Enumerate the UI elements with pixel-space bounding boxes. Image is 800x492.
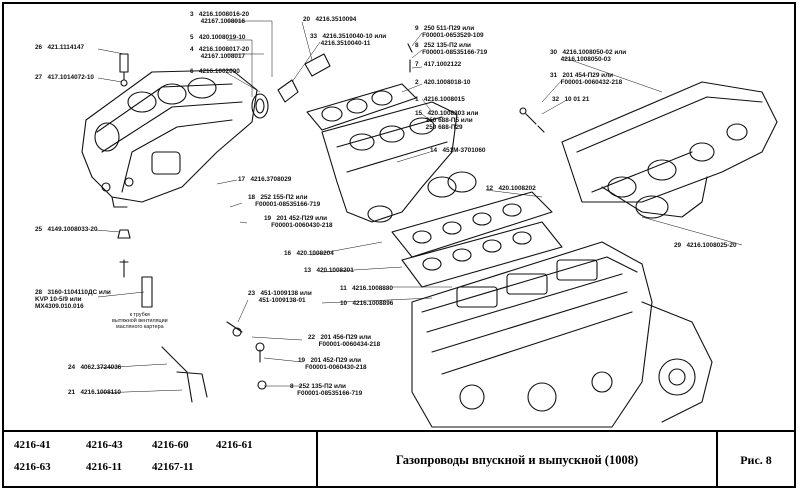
callout-25: 25 4149.1008033-20 — [35, 226, 98, 233]
callout-12: 12 420.1008202 — [486, 185, 536, 192]
title-block: 4216-41 4216-43 4216-60 4216-61 4216-63 … — [2, 430, 796, 488]
callout-10: 10 4216.1008896 — [340, 300, 394, 307]
callout-27: 27 417.1014072-10 — [35, 74, 94, 81]
callout-20: 20 4216.3510094 — [303, 16, 357, 23]
callout-18: 18 252 155-П2 или F00001-08535166-719 — [248, 194, 321, 208]
callout-5: 5 420.1008019-10 — [190, 34, 246, 41]
callout-7: 7 417.1002122 — [415, 61, 462, 68]
figure-number-text: Рис. 8 — [740, 452, 772, 467]
callout-14: 14 451М-3701060 — [430, 147, 486, 154]
callout-19-top: 19 201 452-П29 или F00001-0060430-218 — [264, 215, 333, 229]
intake-manifold-drawing — [81, 69, 258, 208]
figure-number: Рис. 8 — [718, 432, 794, 488]
callout-24: 24 4062.3724036 — [68, 364, 122, 371]
callout-16: 16 420.1008204 — [284, 250, 334, 257]
model-code: 4216-60 — [152, 439, 189, 451]
callout-4: 4 4216.1008017-20 42167.1008017 — [190, 46, 249, 60]
model-code: 4216-63 — [14, 461, 51, 473]
callout-21: 21 4216.1008110 — [68, 389, 121, 396]
callout-3: 3 4216.1008016-20 42167.1008016 — [190, 11, 249, 25]
callout-8-bottom: 8 252 135-П2 или F00001-08535166-719 — [290, 383, 363, 397]
callout-31: 31 201 454-П29 или F00001-0060432-218 — [550, 72, 623, 86]
callout-30: 30 4216.1008050-02 или 4216.1008050-03 — [550, 49, 627, 63]
drawing-title-text: Газопроводы впускной и выпускной (1008) — [395, 452, 639, 467]
drawing-title: Газопроводы впускной и выпускной (1008) — [318, 432, 718, 488]
callout-6: 6 4216.1002090 — [190, 68, 240, 75]
callout-13: 13 420.1008201 — [304, 267, 354, 274]
model-code: 4216-43 — [86, 439, 123, 451]
model-code: 42167-11 — [152, 461, 194, 473]
callout-1: 1 4216.1008015 — [415, 96, 465, 103]
model-code: 4216-41 — [14, 439, 51, 451]
callout-11: 11 4216.1008880 — [340, 285, 393, 292]
engine-block-drawing — [411, 241, 713, 428]
exploded-parts-diagram: 3 4216.1008016-20 42167.1008016 20 4216.… — [2, 2, 796, 430]
diagram-artwork — [81, 20, 778, 428]
model-code: 4216-61 — [216, 439, 253, 451]
callout-8-top: 8 252 135-П2 или F00001-08535166-719 — [415, 42, 488, 56]
callout-9: 9 250 511-П29 или F00001-0653529-109 — [415, 25, 484, 39]
callout-29: 29 4216.1008025-20 — [674, 242, 737, 249]
callout-19-bottom: 19 201 452-П29 или F00001-0060430-218 — [298, 357, 367, 371]
callout-15: 15 420.1008203 или 250 688-П5 или 250 68… — [415, 110, 479, 131]
model-code: 4216-11 — [86, 461, 123, 473]
callout-22: 22 201 456-П29 или F00001-0060434-218 — [308, 334, 381, 348]
callout-26: 26 421.1114147 — [35, 44, 85, 51]
callout-17: 17 4216.3708029 — [238, 176, 292, 183]
heat-shield-drawing — [561, 81, 778, 203]
model-list: 4216-41 4216-43 4216-60 4216-61 4216-63 … — [2, 432, 318, 488]
exhaust-manifold-drawing — [321, 101, 477, 223]
callout-32: 32 10 01 21 — [552, 96, 590, 103]
callout-2: 2 420.1008018-10 — [415, 79, 471, 86]
callout-33: 33 4216.3510040-10 или 4216.3510040-11 — [310, 33, 387, 47]
callout-23: 23 451-1009138 или 451-1009138-01 — [248, 290, 312, 304]
